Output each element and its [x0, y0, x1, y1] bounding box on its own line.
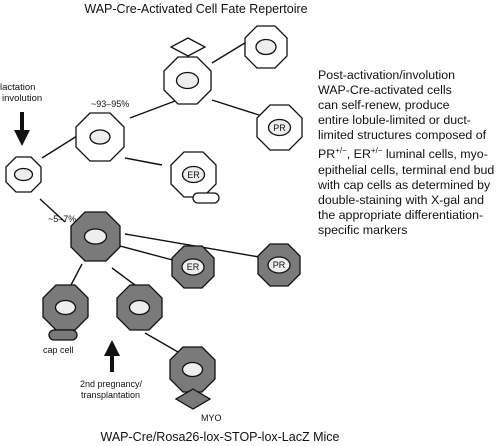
- pregnancy-label: 2nd pregnancy/: [80, 379, 143, 389]
- fate-description: Post-activation/involution WAP-Cre-activ…: [318, 68, 500, 238]
- down-arrow-icon: [14, 112, 30, 146]
- activated-pr-label: PR: [273, 260, 286, 270]
- description-fragment: luminal cells, myo-: [382, 147, 488, 162]
- activated-pr-cell: [257, 243, 301, 287]
- description-line: WAP-Cre-activated cells: [318, 83, 452, 98]
- myo-label: MYO: [201, 413, 222, 423]
- activated-bottom-cell: [169, 346, 216, 393]
- description-line: epithelial cells, terminal end bud: [318, 162, 495, 177]
- activated-er-cell: [171, 245, 215, 289]
- white-er-label: ER: [187, 170, 200, 180]
- description-line: Post-activation/involution: [318, 68, 456, 82]
- activated-progenitor-cell: [70, 211, 121, 262]
- myoepithelial-cell: [174, 388, 212, 410]
- lactation-label: lactation: [0, 82, 35, 93]
- root-cell: [5, 156, 42, 193]
- white-percent-label: ~93–95%: [91, 99, 129, 109]
- grey-percent-label: ~5–7%: [48, 214, 76, 224]
- description-line: double-staining with X-gal and: [318, 192, 485, 207]
- cap-cell-label: cap cell: [43, 345, 74, 355]
- description-superscript: +/−: [335, 146, 347, 156]
- white-cap-cell: [192, 192, 220, 204]
- description-fragment: PR: [318, 147, 336, 162]
- white-pr-cell: [256, 104, 303, 151]
- description-fragment: , ER: [346, 147, 371, 162]
- activated-left-cell: [42, 284, 89, 331]
- description-superscript: +/−: [370, 146, 383, 156]
- description-line: with cap cells as determined by: [318, 177, 491, 192]
- diamond-cell: [169, 37, 207, 57]
- involution-label: involution: [2, 93, 42, 104]
- white-er-cell: [170, 151, 217, 198]
- up-arrow-icon: [104, 340, 120, 372]
- description-line: limited structures composed of: [318, 128, 487, 143]
- description-line: PR+/−, ER+/− luminal cells, myo-: [318, 143, 500, 162]
- description-line: entire lobule-limited or duct-: [318, 113, 471, 128]
- top-parent-cell: [163, 56, 212, 105]
- transplantation-label: transplantation: [81, 390, 140, 400]
- white-pr-label: PR: [273, 123, 286, 133]
- activated-middle-cell: [116, 284, 163, 331]
- description-line: can self-renew, produce: [318, 98, 450, 113]
- lineage-lines: [39, 37, 266, 353]
- activated-cap-cell: [48, 329, 78, 341]
- top-right-cell: [244, 25, 288, 69]
- diagram-footer: WAP-Cre/Rosa26-lox-STOP-lox-LacZ Mice: [101, 430, 340, 444]
- description-line: specific markers: [318, 223, 408, 238]
- diagram-title: WAP-Cre-Activated Cell Fate Repertoire: [84, 2, 307, 16]
- activated-er-label: ER: [187, 262, 200, 272]
- description-line: the appropriate differentiation-: [318, 207, 484, 222]
- white-progenitor-cell: [75, 112, 125, 162]
